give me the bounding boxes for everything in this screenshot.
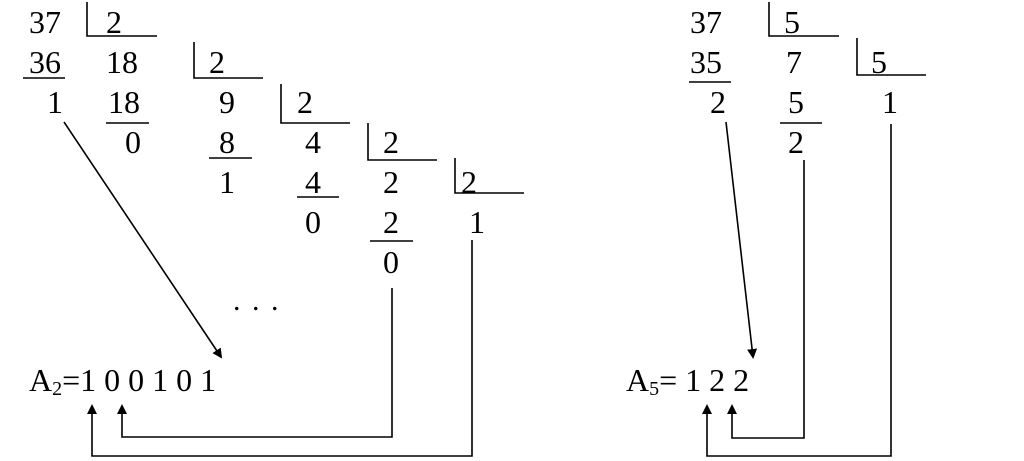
remainder-2: 2 — [710, 84, 726, 120]
product-36: 36 — [29, 44, 61, 80]
bracket-3 — [280, 84, 350, 124]
quotient-1: 1 — [882, 84, 898, 120]
divisor-2: 2 — [383, 124, 399, 160]
result-base5: A5= 1 2 2 — [626, 364, 749, 399]
result-digits: =1 0 0 1 0 1 — [62, 362, 217, 398]
arrow-last-remainder — [117, 288, 393, 438]
bracket-4 — [367, 123, 437, 161]
remainder-0: 0 — [383, 244, 399, 280]
remainder-1: 1 — [47, 84, 63, 120]
remainder-0: 0 — [305, 204, 321, 240]
product-18: 18 — [108, 84, 140, 120]
quotient-7: 7 — [786, 44, 802, 80]
quotient-18: 18 — [106, 44, 138, 80]
product-8: 8 — [219, 124, 235, 160]
dividend-37: 37 — [29, 4, 61, 40]
bracket-2 — [193, 42, 263, 79]
divisor-2: 2 — [209, 44, 225, 80]
remainder-1: 1 — [219, 164, 235, 200]
result-base2: A2=1 0 0 1 0 1 — [29, 364, 216, 399]
bracket-5b — [856, 38, 926, 76]
arrow-final-quotient — [87, 240, 473, 457]
divisor-5: 5 — [784, 4, 800, 40]
quotient-1: 1 — [469, 204, 485, 240]
arrow-first-remainder — [63, 121, 223, 359]
divisor-5: 5 — [871, 44, 887, 80]
product-2: 2 — [383, 204, 399, 240]
bracket-1 — [86, 2, 157, 37]
result-base: 5 — [649, 378, 660, 400]
arrow-second-remainder-5 — [727, 160, 805, 439]
divisor-2: 2 — [461, 164, 477, 200]
quotient-9: 9 — [219, 84, 235, 120]
bracket-5 — [454, 158, 524, 194]
result-label: A — [29, 362, 53, 398]
divisor-2: 2 — [106, 4, 122, 40]
product-35: 35 — [690, 44, 722, 80]
result-digits: = 1 2 2 — [659, 362, 750, 398]
quotient-4: 4 — [305, 124, 321, 160]
ellipsis: . . . — [233, 284, 281, 317]
remainder-0: 0 — [125, 124, 141, 160]
product-4: 4 — [305, 164, 321, 200]
divisor-2: 2 — [297, 84, 313, 120]
remainder-2: 2 — [788, 124, 804, 160]
arrow-first-remainder-5 — [725, 121, 758, 359]
product-5: 5 — [788, 84, 804, 120]
quotient-2: 2 — [383, 164, 399, 200]
result-label: A — [626, 362, 650, 398]
bracket-5a — [768, 2, 839, 37]
dividend-37: 37 — [690, 4, 722, 40]
arrow-final-quotient-5 — [702, 124, 892, 457]
result-base: 2 — [52, 378, 63, 400]
